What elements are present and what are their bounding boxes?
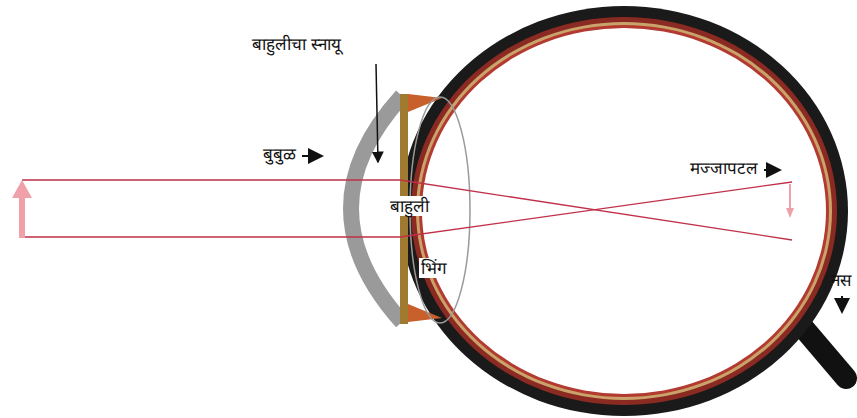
choroid bbox=[411, 17, 837, 405]
retina-layer bbox=[416, 22, 832, 400]
leader-line bbox=[376, 64, 378, 162]
part-label: बुबुळ bbox=[261, 144, 298, 164]
ciliary-muscle bbox=[408, 94, 442, 112]
leader-line bbox=[302, 155, 322, 157]
part-label: बाहुलीचा स्नायू bbox=[250, 34, 343, 54]
image-arrow bbox=[786, 208, 794, 218]
sclera bbox=[400, 6, 848, 416]
retina-inner bbox=[419, 25, 829, 397]
leader-line bbox=[764, 169, 780, 171]
part-label: बाहुली bbox=[388, 196, 431, 216]
image-arrow bbox=[789, 184, 791, 210]
leader-line bbox=[841, 296, 843, 312]
object-arrow bbox=[12, 180, 32, 198]
light-rays bbox=[22, 180, 792, 240]
object-arrow bbox=[19, 196, 25, 238]
part-label: मज्जापटल bbox=[688, 158, 760, 178]
part-label: नस bbox=[829, 270, 853, 290]
vitreous bbox=[422, 28, 826, 394]
part-label: भिंग bbox=[419, 258, 449, 278]
